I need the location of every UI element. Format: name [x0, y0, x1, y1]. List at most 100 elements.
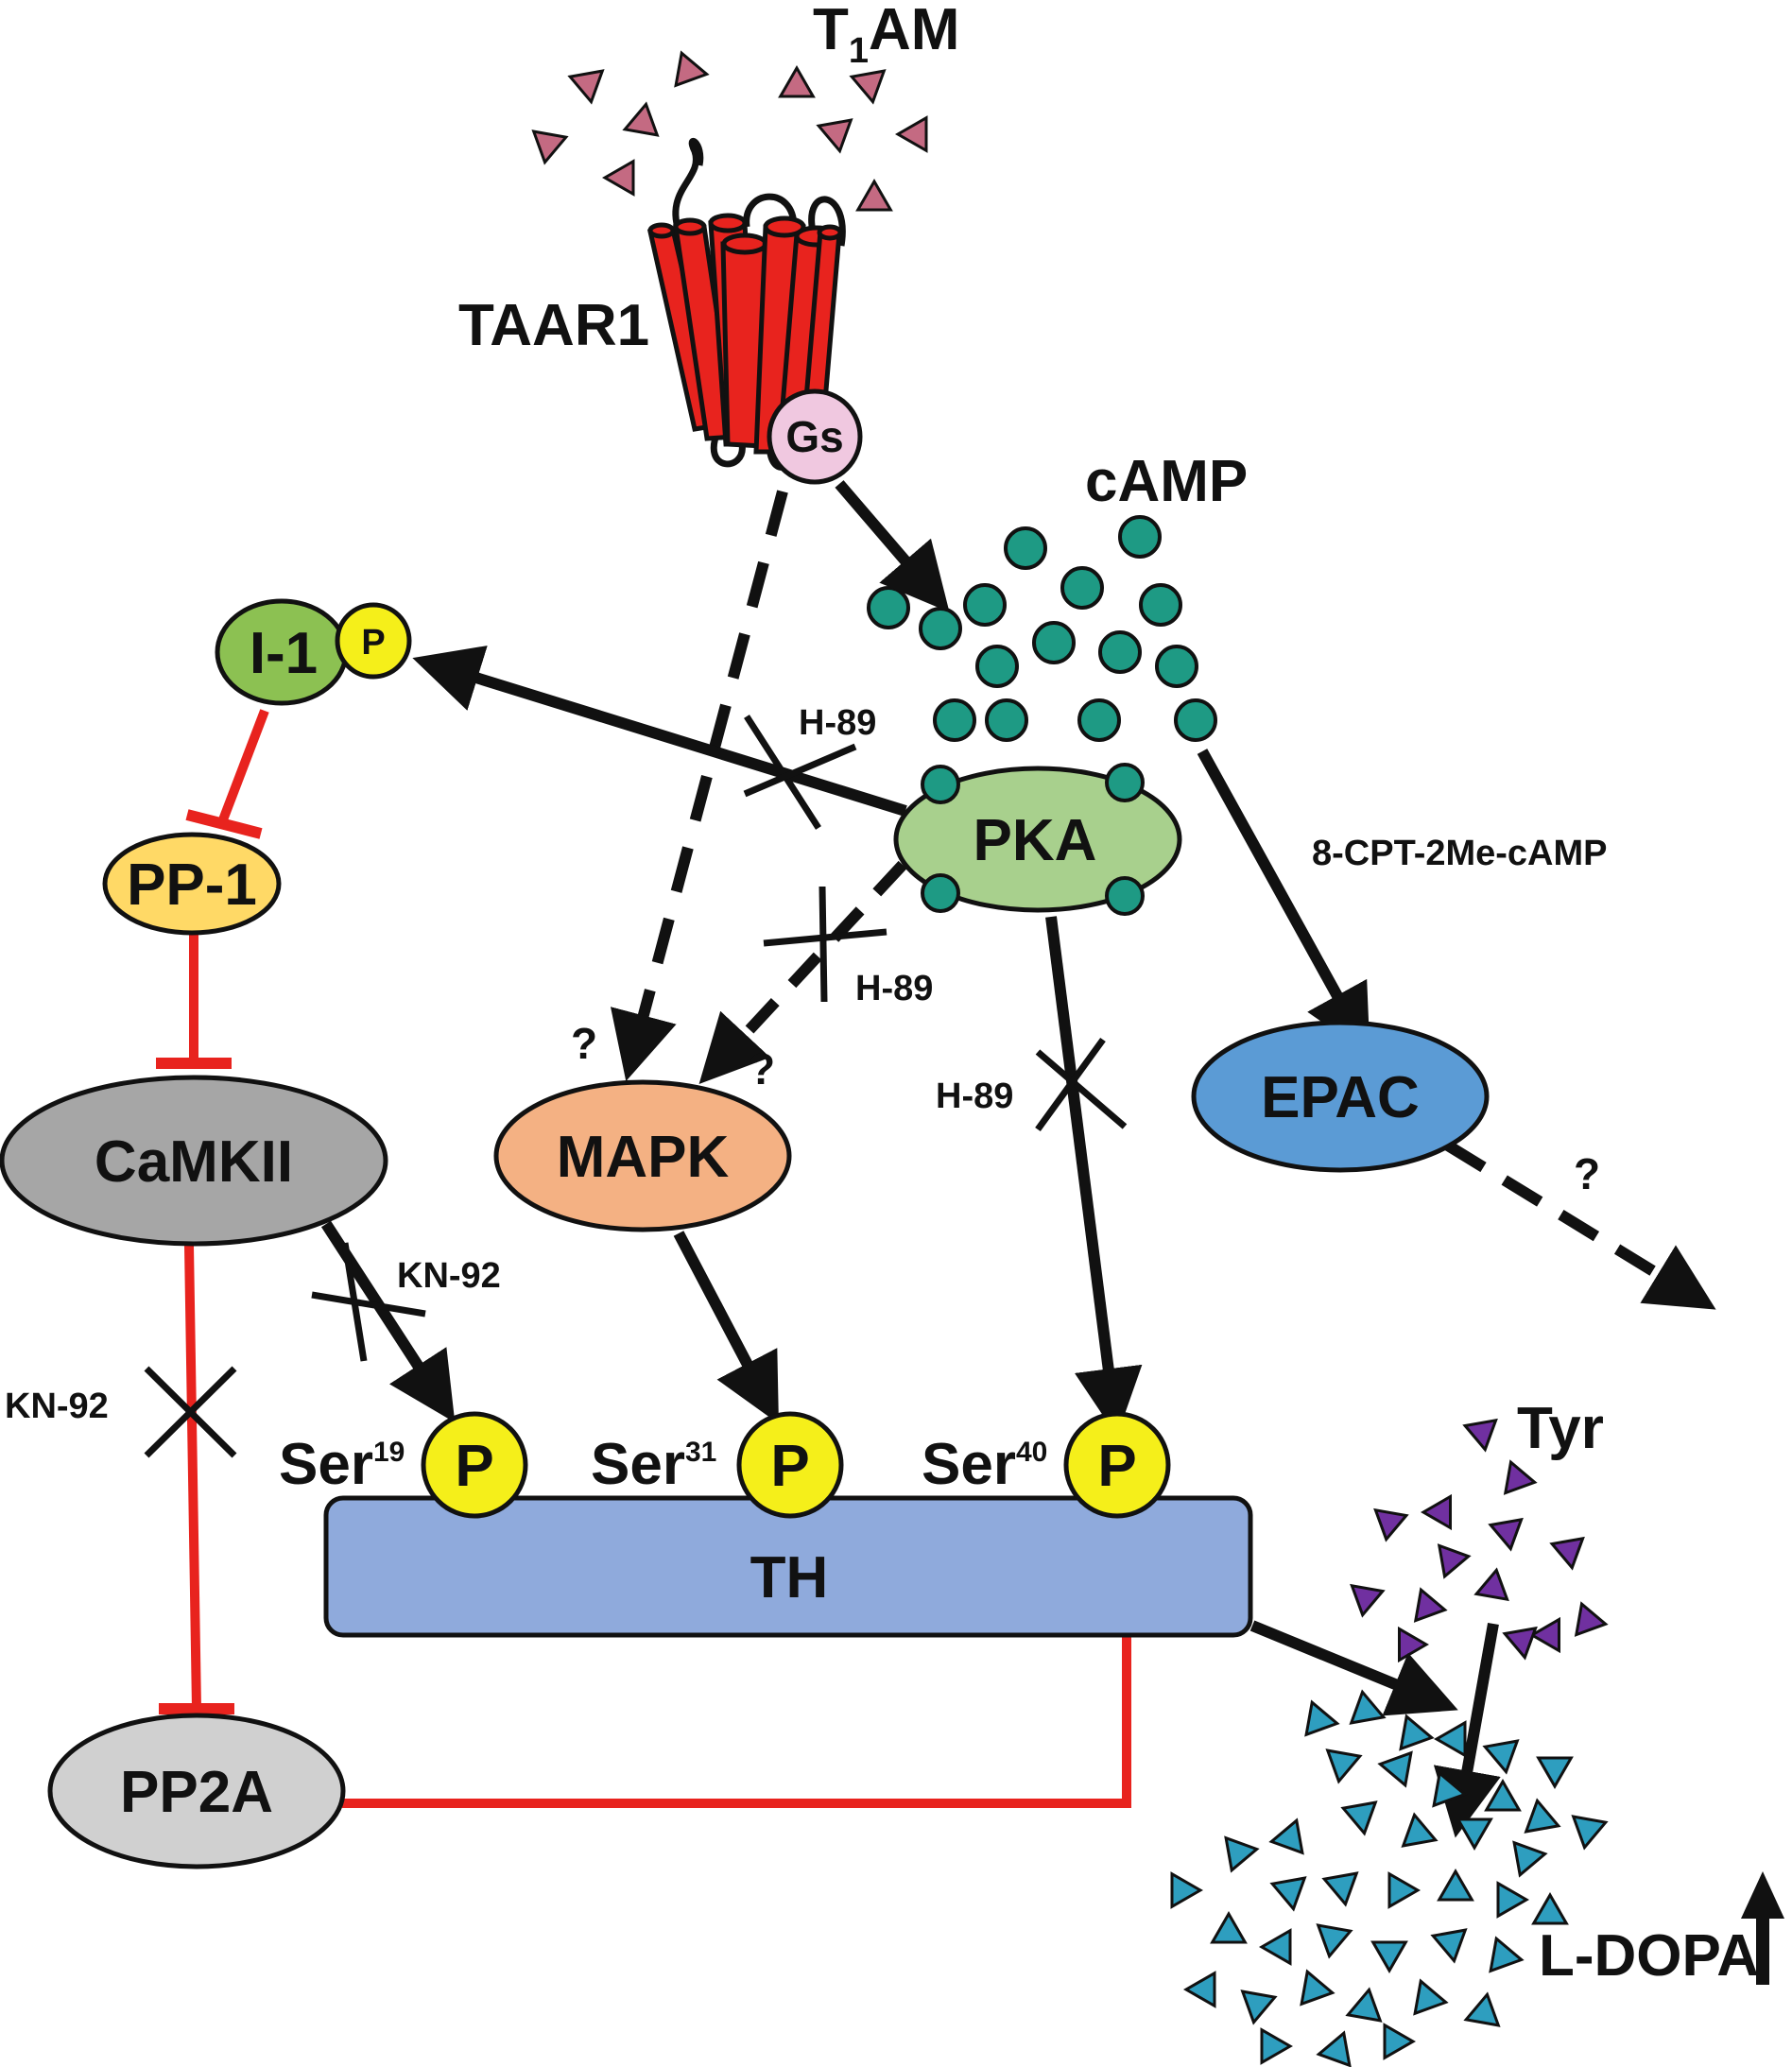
l-dopa-particle: [1571, 1815, 1609, 1851]
l-dopa-particle: [1432, 1770, 1468, 1808]
tyr-particle: [1398, 1626, 1429, 1663]
l-dopa-particle: [1170, 1871, 1204, 1909]
ligand-particle: [855, 178, 893, 212]
svg-text:P: P: [770, 1434, 809, 1499]
l-dopa-particle: [1387, 1871, 1422, 1909]
mapk-node: MAPK: [493, 1079, 792, 1232]
ligand-particle: [567, 69, 605, 105]
tyr-particle: [1350, 1583, 1386, 1618]
mapk-unknown-mark-2: ?: [749, 1044, 775, 1094]
svg-text:CaMKII: CaMKII: [95, 1129, 293, 1195]
l-dopa-particle: [1484, 1778, 1522, 1812]
svg-text:Ser40: Ser40: [922, 1432, 1047, 1497]
svg-text:P: P: [455, 1434, 493, 1499]
svg-text:Ser31: Ser31: [591, 1432, 716, 1497]
epac-unknown-mark: ?: [1574, 1149, 1600, 1198]
h89-inhibition-cross-3: [1035, 1037, 1128, 1132]
pp1-node: PP-1: [102, 832, 282, 936]
mapk-unknown-mark-1: ?: [571, 1019, 597, 1068]
svg-text:EPAC: EPAC: [1261, 1065, 1420, 1130]
kn92-label-2: KN-92: [5, 1387, 109, 1426]
gs-protein: Gs: [767, 388, 863, 485]
h89-inhibition-cross-1: [743, 715, 857, 830]
tyr-particle: [1488, 1517, 1524, 1552]
l-dopa-particle: [1437, 1868, 1474, 1902]
camp-label: cAMP: [1085, 449, 1248, 514]
camp-particles: [867, 515, 1217, 742]
l-dopa-particle: [1430, 1928, 1468, 1964]
h89-label-1: H-89: [799, 703, 876, 743]
l-dopa-particle: [1512, 1840, 1548, 1878]
l-dopa-particle: [1260, 2027, 1294, 2065]
tyr-particle: [1529, 1616, 1560, 1654]
l-dopa-particle: [1268, 1817, 1304, 1855]
ser40-site: Ser40 P: [922, 1411, 1171, 1519]
l-dopa-particle: [1383, 2023, 1417, 2060]
ser31-site: Ser31 P: [591, 1411, 844, 1519]
l-dopa-particle: [1370, 1940, 1408, 1974]
l-dopa-particle: [1345, 1987, 1383, 2023]
i1-phosphate: P: [335, 602, 412, 680]
l-dopa-particle: [1482, 1739, 1520, 1775]
l-dopa-particle: [1269, 1876, 1307, 1912]
l-dopa-particle: [1401, 1812, 1439, 1848]
ligand-particle: [849, 69, 887, 105]
l-dopa-particle: [1304, 1699, 1340, 1737]
tyr-particle: [1421, 1493, 1452, 1531]
tyr-particle: [1502, 1626, 1538, 1661]
svg-text:PKA: PKA: [974, 808, 1097, 873]
kn92-label-1: KN-92: [397, 1256, 501, 1296]
l-dopa-particle: [1316, 1923, 1353, 1959]
svg-text:PP-1: PP-1: [127, 853, 257, 918]
l-dopa-particle: [1224, 1835, 1260, 1873]
camkii-node: CaMKII: [0, 1075, 388, 1247]
l-dopa-particle: [1210, 1910, 1248, 1944]
l-dopa-particle: [1489, 1936, 1525, 1973]
tyr-particles: [1350, 1418, 1609, 1663]
h89-label-2: H-89: [855, 969, 933, 1008]
l-dopa-particle: [1433, 1720, 1467, 1758]
tyr-particle: [1574, 1601, 1609, 1637]
l-dopa-particle: [1496, 1881, 1530, 1919]
svg-text:MAPK: MAPK: [557, 1125, 730, 1190]
epac-agonist-label: 8-CPT-2Me-cAMP: [1312, 834, 1608, 873]
taar1-label: TAAR1: [458, 293, 649, 358]
svg-text:I-1: I-1: [250, 621, 318, 686]
ligand-particle: [894, 115, 928, 153]
l-dopa-particle: [1463, 1991, 1501, 2027]
ligand-particle: [816, 118, 853, 154]
i1-node: I-1: [215, 598, 349, 706]
svg-text:P: P: [1097, 1434, 1136, 1499]
l-dopa-particle: [1316, 2030, 1352, 2067]
t1am-particles: [531, 50, 928, 212]
l-dopa-particle: [1182, 1971, 1216, 2008]
t1am-label: T1AM: [813, 0, 959, 71]
tyr-particle: [1549, 1536, 1585, 1571]
tyr-particle: [1437, 1543, 1472, 1579]
tyr-label: Tyr: [1517, 1396, 1604, 1461]
l-dopa-particle: [1349, 1689, 1387, 1725]
l-dopa-particle: [1325, 1748, 1363, 1784]
ser19-site: Ser19 P: [279, 1411, 528, 1519]
kn92-inhibition-cross-2: [144, 1366, 237, 1458]
h89-label-3: H-89: [936, 1077, 1013, 1116]
l-dopa-particle: [1399, 1714, 1435, 1751]
inhibition-lines: [156, 709, 1168, 1808]
kn92-inhibition-cross-1: [311, 1242, 426, 1362]
ligand-particle: [778, 64, 816, 98]
l-dopa-particle: [1300, 1969, 1335, 2007]
pp2a-node: PP2A: [47, 1713, 346, 1869]
l-dopa-particles: [1170, 1689, 1609, 2067]
tyr-particle: [1373, 1507, 1409, 1542]
tyr-particle: [1462, 1418, 1498, 1453]
l-dopa-particle: [1321, 1871, 1359, 1907]
l-dopa-particle: [1531, 1891, 1569, 1925]
svg-text:PP2A: PP2A: [120, 1760, 273, 1825]
ligand-particle: [622, 101, 660, 137]
l-dopa-label: L-DOPA: [1539, 1923, 1759, 1989]
l-dopa-particle: [1377, 1750, 1413, 1788]
svg-text:P: P: [361, 623, 385, 663]
epac-node: EPAC: [1191, 1020, 1490, 1173]
pka-node: PKA: [893, 763, 1182, 916]
